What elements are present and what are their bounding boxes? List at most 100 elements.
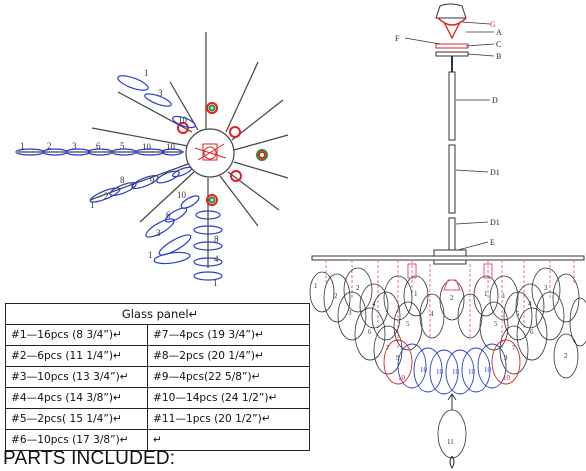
side-num-r7: 7: [512, 344, 516, 352]
hook-rings: [177, 102, 268, 206]
part-leaders: [404, 21, 495, 251]
label-1: 1: [20, 141, 25, 151]
label-lo-1: 1: [90, 200, 95, 210]
label-6: 6: [96, 141, 101, 151]
frame-bar: [311, 255, 585, 261]
table-cell: #8—2pcs (20 1/4”)↵: [147, 345, 310, 367]
parts-included-heading: PARTS INCLUDED:: [3, 448, 176, 469]
side-num-c10c: 10: [452, 368, 460, 376]
table-cell: #11—1pcs (20 1/2”)↵: [147, 408, 310, 430]
table-row: #2—6pcs (11 1/4”)↵ #8—2pcs (20 1/4”)↵: [5, 345, 310, 367]
table-cell: #7—4pcs (19 3/4”)↵: [147, 324, 310, 346]
side-num-l3: 3: [348, 309, 352, 317]
side-num-c11: 11: [447, 438, 454, 446]
side-num-l10: 10: [398, 374, 406, 382]
table-row: #5—2pcs( 15 1/4”)↵ #11—1pcs (20 1/2”)↵: [5, 408, 310, 430]
side-view: G A F C B D D1 D1 E: [309, 3, 586, 469]
arm-glass-panels: [15, 75, 223, 281]
table-cell: #9—4pcs(22 5/8”)↵: [147, 366, 310, 388]
label-up-3: 3: [158, 88, 163, 98]
side-num-r1b: 1: [502, 292, 506, 300]
side-num-c10d: 10: [468, 368, 476, 376]
table-cell: #10—14pcs (24 1/2”)↵: [147, 387, 310, 409]
side-num-r6: 6: [530, 328, 534, 336]
top-view: 1 2 3 6 5 10 10 1 3 10 8 2 7 9 1 10 6 3 …: [15, 32, 289, 288]
side-num-r10: 10: [503, 374, 511, 382]
top-view-number-labels: 1 2 3 6 5 10 10 1 3 10 8 2 7 9 1 10 6 3 …: [20, 68, 219, 288]
bottom-drop: [447, 393, 457, 469]
side-num-l4: 4: [372, 300, 376, 308]
label-lo-8b: 8: [214, 234, 219, 244]
label-10: 10: [142, 142, 152, 152]
part-letter-d: D: [492, 96, 498, 105]
table-cell: #4—4pcs (14 3/8”)↵: [5, 387, 148, 409]
side-num-c5: 5: [406, 320, 410, 328]
part-letter-b: B: [496, 52, 501, 61]
table-row: #4—4pcs (14 3/8”)↵ #10—14pcs (24 1/2”)↵: [5, 387, 310, 409]
side-num-r5: 5: [516, 310, 520, 318]
hanging-wires: [325, 260, 575, 350]
table-cell: #6—10pcs (17 3/8”)↵: [5, 429, 148, 451]
side-num-c1: 1: [414, 290, 418, 298]
label-lo-4: 4: [214, 254, 219, 264]
label-5: 5: [120, 141, 125, 151]
label-lo-6: 6: [166, 210, 171, 220]
table-cell: #5—2pcs( 15 1/4”)↵: [5, 408, 148, 430]
radial-arms: [18, 32, 289, 268]
label-lo-7: 7: [130, 182, 135, 192]
part-letter-g: G: [490, 20, 496, 29]
table-cell: #2—6pcs (11 1/4”)↵: [5, 345, 148, 367]
side-num-c10e: 10: [484, 366, 492, 374]
side-num-l6: 6: [368, 328, 372, 336]
part-letter-d1-upper: D1: [490, 168, 500, 177]
side-num-l1: 1: [314, 282, 318, 290]
side-num-r1: 1: [484, 290, 488, 298]
side-num-l9: 9: [396, 354, 400, 362]
side-view-numbers: 1 2 3 2 4 6 7 9 10 1 4 5 5 2 10 10 10 10…: [314, 282, 568, 446]
side-brackets: [407, 263, 493, 291]
side-num-r2: 2: [564, 352, 568, 360]
side-num-c10a: 10: [420, 366, 428, 374]
side-num-l2b: 2: [356, 284, 360, 292]
side-num-c5b: 5: [494, 320, 498, 328]
part-letter-d1-lower: D1: [490, 218, 500, 227]
side-num-r9: 9: [504, 354, 508, 362]
label-lo-1c: 1: [213, 278, 218, 288]
label-lo-2: 2: [104, 191, 109, 201]
side-num-l2: 2: [334, 292, 338, 300]
table-row: #3—10pcs (13 3/4”)↵ #9—4pcs(22 5/8”)↵: [5, 366, 310, 388]
ceiling-canopy: [435, 3, 469, 72]
part-letter-e: E: [490, 238, 495, 247]
glass-panel-table: Glass panel↵ #1—16pcs (8 3/4”)↵ #7—4pcs …: [5, 303, 310, 451]
label-lo-10: 10: [177, 190, 187, 200]
part-letters: G A F C B D D1 D1 E: [395, 20, 502, 247]
side-num-c10b: 10: [436, 368, 444, 376]
side-num-c4: 4: [430, 310, 434, 318]
part-letter-f: F: [395, 34, 400, 43]
glass-panels: [309, 267, 586, 459]
hub-red-detail: [194, 143, 227, 161]
side-num-c2: 2: [450, 294, 454, 302]
side-num-l7: 7: [386, 344, 390, 352]
downrods: [448, 71, 456, 251]
side-num-r3: 3: [544, 284, 548, 292]
bottom-ring: [383, 339, 521, 395]
table-cell: #3—10pcs (13 3/4”)↵: [5, 366, 148, 388]
side-num-r4: 4: [528, 300, 532, 308]
label-2: 2: [47, 141, 52, 151]
label-lo-1b: 1: [148, 250, 153, 260]
table-row: #6—10pcs (17 3/8”)↵ ↵: [5, 429, 310, 451]
table-cell: ↵: [147, 429, 310, 451]
part-letter-a: A: [496, 28, 502, 37]
label-lo-8: 8: [120, 175, 125, 185]
part-letter-c: C: [496, 40, 501, 49]
label-3: 3: [72, 141, 77, 151]
label-10b: 10: [166, 142, 176, 152]
table-header: Glass panel↵: [5, 303, 310, 325]
table-cell: #1—16pcs (8 3/4”)↵: [5, 324, 148, 346]
label-up-10: 10: [178, 115, 188, 125]
label-lo-9: 9: [150, 176, 155, 186]
label-up-1: 1: [144, 68, 149, 78]
table-row: #1—16pcs (8 3/4”)↵ #7—4pcs (19 3/4”)↵: [5, 324, 310, 346]
